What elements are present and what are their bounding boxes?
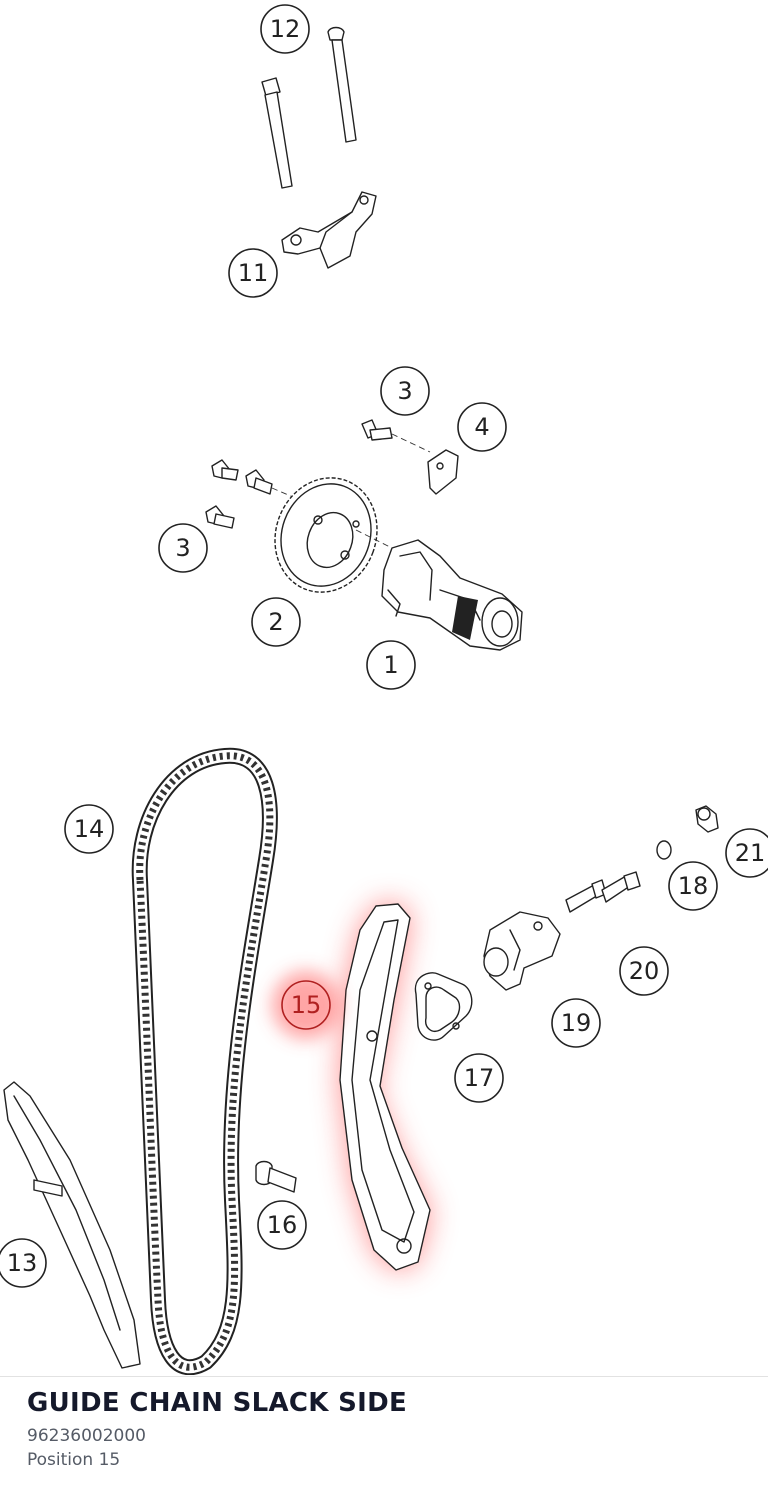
callout-11[interactable]: 11 [228, 248, 278, 298]
callout-2[interactable]: 2 [251, 597, 301, 647]
part-19-chain-tensioner[interactable] [483, 911, 561, 991]
callout-label: 11 [238, 259, 269, 287]
part-2-sprocket[interactable] [259, 463, 397, 606]
part-20-bolts[interactable] [565, 871, 641, 913]
callout-label: 16 [267, 1211, 298, 1239]
part-4-plate[interactable] [427, 449, 459, 495]
callout-18[interactable]: 18 [668, 861, 718, 911]
callout-15[interactable]: 15 [281, 980, 331, 1030]
callout-label: 17 [464, 1064, 495, 1092]
callout-label: 19 [561, 1009, 592, 1037]
callout-3-upper[interactable]: 3 [380, 366, 430, 416]
callout-20[interactable]: 20 [619, 946, 669, 996]
callout-label: 1 [383, 651, 398, 679]
callout-14[interactable]: 14 [64, 804, 114, 854]
part-18-o-ring[interactable] [656, 840, 672, 860]
part-1-camshaft[interactable] [381, 539, 523, 651]
part-info-panel: GUIDE CHAIN SLACK SIDE 96236002000 Posit… [27, 1388, 407, 1472]
callout-16[interactable]: 16 [257, 1200, 307, 1250]
part-number: 96236002000 [27, 1426, 146, 1446]
callout-4[interactable]: 4 [457, 402, 507, 452]
part-14-timing-chain[interactable] [131, 747, 278, 1375]
callout-label: 13 [7, 1249, 38, 1277]
part-21-plug-screw[interactable] [695, 805, 719, 833]
callout-label: 3 [397, 377, 412, 405]
part-title: GUIDE CHAIN SLACK SIDE [27, 1388, 408, 1418]
callout-label: 15 [291, 991, 322, 1019]
part-11-bracket[interactable] [281, 191, 377, 269]
part-3-bolts-left[interactable] [205, 459, 301, 529]
divider [0, 1376, 768, 1377]
callout-13[interactable]: 13 [0, 1238, 47, 1288]
part-12-bolts[interactable] [261, 26, 357, 189]
part-position: Position 15 [27, 1450, 121, 1470]
callout-19[interactable]: 19 [551, 998, 601, 1048]
callout-label: 4 [474, 413, 489, 441]
part-13-tensioner-rail[interactable] [3, 1081, 141, 1369]
callout-label: 12 [270, 15, 301, 43]
callout-label: 21 [735, 839, 766, 867]
callout-label: 2 [268, 608, 283, 636]
callout-label: 3 [175, 534, 190, 562]
callout-12[interactable]: 12 [260, 4, 310, 54]
part-16-pivot-bolt[interactable] [255, 1160, 297, 1193]
callout-21[interactable]: 21 [725, 828, 768, 878]
part-17-gasket[interactable] [414, 972, 473, 1041]
callout-label: 18 [678, 872, 709, 900]
callout-label: 14 [74, 815, 105, 843]
callout-label: 20 [629, 957, 660, 985]
part-15-guide-chain-slack-side[interactable] [338, 902, 432, 1272]
callout-17[interactable]: 17 [454, 1053, 504, 1103]
callout-1[interactable]: 1 [366, 640, 416, 690]
callout-3-lower[interactable]: 3 [158, 523, 208, 573]
exploded-parts-diagram: 12 11 3 4 3 2 1 14 21 18 20 15 19 17 16 … [0, 4, 768, 1375]
part-3-bolt-upper[interactable] [361, 419, 431, 453]
